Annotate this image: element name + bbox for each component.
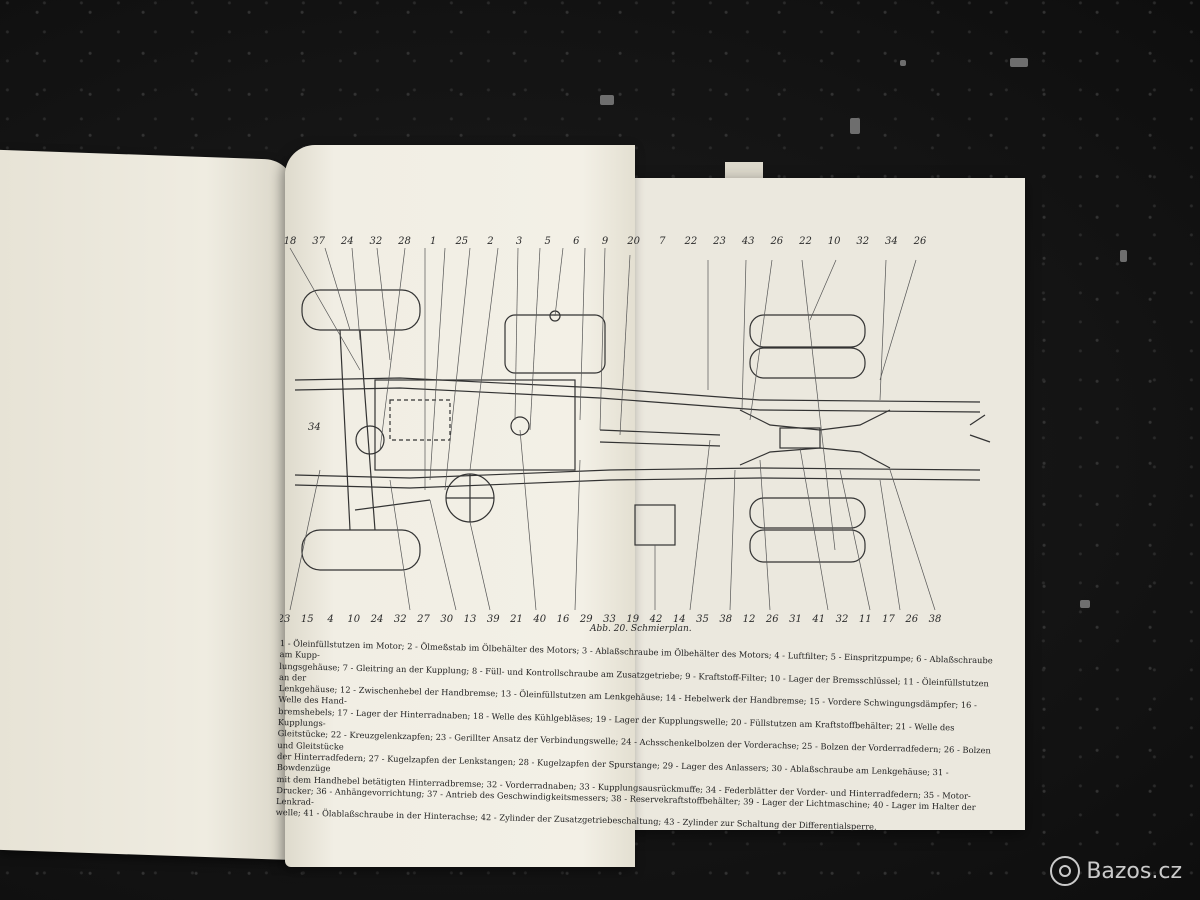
bottom-callout-numbers: 23 15 4 10 24 32 27 30 13 39 21 40 16 29 33 19 42 14 35 38 1… (280, 614, 941, 625)
callout-number: 28 (397, 236, 411, 247)
engine-pulley (355, 425, 385, 455)
battery-box (634, 504, 676, 546)
rear-axle (739, 409, 891, 469)
callout-number: 32 (370, 236, 383, 247)
granite-speck (850, 118, 860, 134)
callout-number: 9 (602, 236, 609, 247)
watermark: Bazos.cz (1050, 856, 1182, 886)
callout-number: 13 (464, 614, 477, 625)
paper-tab (725, 162, 763, 182)
fuel-tank (504, 314, 606, 374)
callout-number: 19 (626, 614, 639, 625)
front-wheel-bottom (301, 529, 421, 571)
engine-block (374, 379, 576, 471)
callout-number: 32 (856, 236, 869, 247)
callout-number: 32 (394, 614, 407, 625)
curled-book-page (285, 145, 635, 867)
callout-number: 22 (684, 236, 698, 247)
granite-speck (1080, 600, 1090, 608)
callout-number: 35 (696, 614, 709, 625)
callout-number: 33 (603, 614, 616, 625)
callout-number: 6 (573, 236, 580, 247)
frame-rail-top (294, 377, 981, 403)
rear-wheel-bottom-2 (749, 529, 866, 563)
callout-number: 3 (516, 236, 522, 247)
callout-number: 18 (284, 236, 297, 247)
callout-number: 26 (765, 614, 779, 625)
callout-number: 24 (340, 236, 354, 247)
callout-number: 39 (487, 614, 500, 625)
granite-speck (1010, 58, 1028, 67)
callout-number: 25 (454, 236, 468, 247)
chassis-drawing (289, 247, 991, 611)
callout-number: 27 (416, 614, 430, 625)
watermark-logo-icon (1050, 856, 1081, 886)
callout-number: 20 (626, 236, 640, 247)
leader-lines (289, 247, 936, 611)
callout-number: 26 (769, 236, 783, 247)
granite-speck (1120, 250, 1127, 262)
callout-number: 15 (301, 614, 314, 625)
side-callout: 34 (308, 422, 321, 433)
callout-number: 26 (913, 236, 927, 247)
drive-shaft (599, 429, 721, 447)
frame-rail-bottom (294, 467, 981, 479)
callout-number: 22 (798, 236, 812, 247)
granite-speck (600, 95, 614, 105)
callout-number: 5 (545, 236, 551, 247)
callout-number: 10 (828, 236, 841, 247)
right-book-page (620, 178, 1025, 830)
callout-number: 23 (280, 614, 290, 625)
callout-number: 24 (370, 614, 384, 625)
callout-number: 43 (741, 236, 755, 247)
callout-number: 42 (649, 614, 663, 625)
callout-number: 26 (904, 614, 918, 625)
callout-number: 17 (882, 614, 895, 625)
watermark-text: Bazos.cz (1086, 858, 1182, 884)
callout-number: 30 (440, 614, 453, 625)
rear-wheel-top-1 (749, 314, 866, 348)
granite-speck (900, 60, 906, 66)
callout-number: 2 (486, 236, 493, 247)
callout-number: 7 (659, 236, 666, 247)
figure-caption: Abb. 20. Schmierplan. (590, 624, 692, 634)
callout-number: 38 (719, 614, 732, 625)
legend-text: 1 - Öleinfüllstutzen im Motor; 2 - Ölmeß… (276, 638, 1000, 836)
callout-number: 37 (312, 236, 325, 247)
callout-number: 21 (509, 614, 523, 625)
callout-number: 40 (532, 614, 546, 625)
front-wheel-top (301, 289, 421, 331)
rear-wheel-top-2 (749, 347, 866, 379)
callout-number: 4 (326, 614, 333, 625)
callout-number: 34 (885, 236, 898, 247)
callout-number: 10 (347, 614, 360, 625)
callout-number: 29 (579, 614, 593, 625)
callout-number: 14 (673, 614, 686, 625)
callout-number: 12 (743, 614, 756, 625)
callout-number: 16 (557, 614, 570, 625)
callout-number: 1 (430, 236, 436, 247)
callout-number: 11 (859, 614, 872, 625)
left-book-page (0, 149, 295, 861)
callout-number: 41 (811, 614, 825, 625)
callout-number: 32 (836, 614, 849, 625)
tow-hook (969, 414, 991, 443)
callout-number: 31 (789, 614, 802, 625)
rear-wheel-bottom-1 (749, 497, 866, 529)
callout-number: 23 (712, 236, 726, 247)
callout-number: 38 (929, 614, 942, 625)
